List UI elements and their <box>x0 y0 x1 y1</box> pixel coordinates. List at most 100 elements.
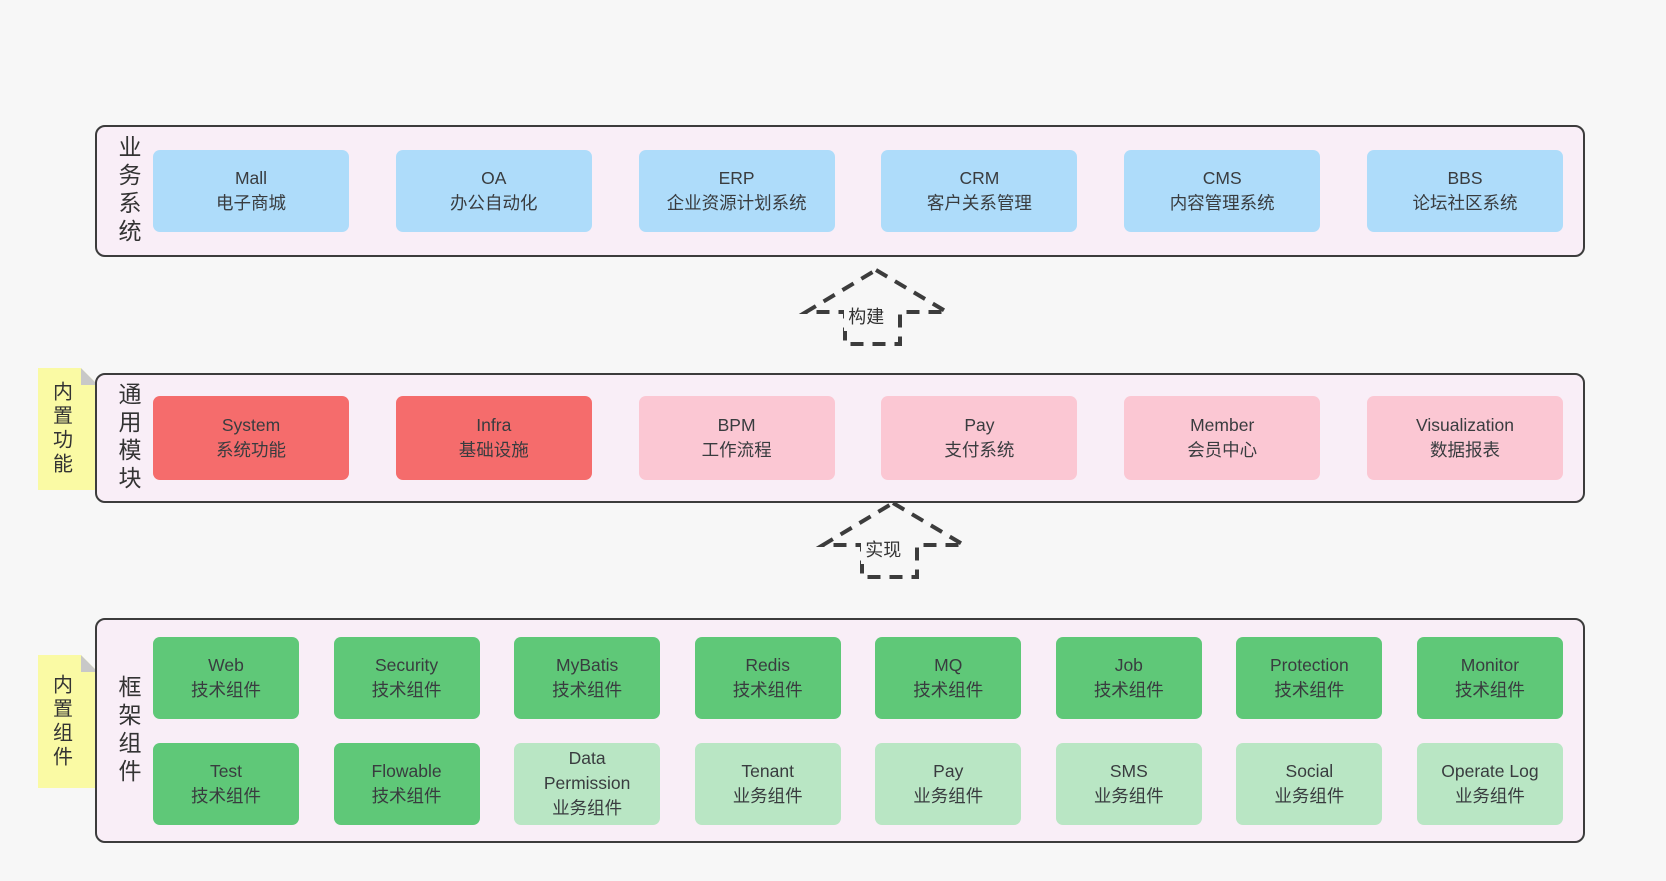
module-subtitle: 办公自动化 <box>450 193 538 213</box>
module-subtitle: 业务组件 <box>1093 785 1164 806</box>
module-subtitle: 业务组件 <box>1454 785 1525 806</box>
module-name: System <box>221 415 281 436</box>
module-box-security: Security 技术组件 <box>333 636 480 719</box>
module-name: Operate Log <box>1441 760 1539 781</box>
module-subtitle: 业务组件 <box>732 785 803 806</box>
module-subtitle: 业务组件 <box>913 785 984 806</box>
module-subtitle: 技术组件 <box>371 679 442 700</box>
module-subtitle: 业务组件 <box>552 797 623 818</box>
band-label: 业务系统 <box>115 135 141 247</box>
module-subtitle: 技术组件 <box>1454 679 1525 700</box>
module-name: Monitor <box>1460 654 1520 675</box>
module-name: Social <box>1285 760 1334 781</box>
module-box-protection: Protection 技术组件 <box>1236 636 1383 719</box>
sticky-note-label: 内置功能 <box>49 381 72 477</box>
module-name: ERP <box>718 168 755 189</box>
module-name: OA <box>481 168 507 189</box>
module-box-social: Social 业务组件 <box>1236 742 1383 825</box>
module-name: Test <box>209 760 243 781</box>
module-box-mq: MQ 技术组件 <box>875 636 1022 719</box>
module-row: Mall 电子商城 OA 办公自动化 ERP 企业资源计划系统 CRM 客户关系管理 CMS 内容… <box>153 150 1563 232</box>
module-subtitle: 业务组件 <box>1274 785 1345 806</box>
module-box-tenant: Tenant 业务组件 <box>694 742 841 825</box>
module-subtitle: 基础设施 <box>458 440 529 460</box>
module-box-web: Web 技术组件 <box>153 636 299 719</box>
module-box-operate-log: Operate Log 业务组件 <box>1416 742 1563 825</box>
module-subtitle: 内容管理系统 <box>1169 193 1275 213</box>
module-subtitle: 技术组件 <box>371 785 442 806</box>
module-subtitle: 技术组件 <box>191 679 261 700</box>
module-subtitle: 技术组件 <box>552 679 623 700</box>
band-label: 通用模块 <box>115 382 141 494</box>
module-subtitle: 技术组件 <box>913 679 984 700</box>
module-name: MyBatis <box>556 654 619 675</box>
arrow-label: 构建 <box>844 300 889 331</box>
module-box-mybatis: MyBatis 技术组件 <box>514 636 661 719</box>
module-name: Infra <box>476 415 512 436</box>
dashed-up-arrow-icon <box>798 267 955 346</box>
band-rows: Mall 电子商城 OA 办公自动化 ERP 企业资源计划系统 CRM 客户关系管理 CMS 内容… <box>153 127 1563 255</box>
module-box-flowable: Flowable 技术组件 <box>333 742 480 825</box>
module-subtitle: 论坛社区系统 <box>1412 193 1518 213</box>
module-box-cms: CMS 内容管理系统 <box>1124 150 1321 232</box>
module-box-erp: ERP 企业资源计划系统 <box>638 150 835 232</box>
band-label: 框架组件 <box>115 674 141 787</box>
module-subtitle: 技术组件 <box>1274 679 1345 700</box>
module-name: Data Permission <box>543 748 631 794</box>
module-name: Mall <box>234 168 268 189</box>
module-name: Protection <box>1269 654 1349 675</box>
module-subtitle: 工作流程 <box>701 440 772 460</box>
module-box-mall: Mall 电子商城 <box>153 150 349 232</box>
module-name: Job <box>1114 654 1143 675</box>
module-subtitle: 电子商城 <box>216 193 286 213</box>
module-subtitle: 技术组件 <box>732 679 803 700</box>
module-name: MQ <box>934 654 963 675</box>
module-name: Security <box>374 654 439 675</box>
module-box-test: Test 技术组件 <box>153 742 299 825</box>
module-name: CRM <box>959 168 1000 189</box>
module-subtitle: 客户关系管理 <box>926 193 1032 213</box>
module-name: CMS <box>1202 168 1242 189</box>
module-name: Web <box>208 654 244 675</box>
module-subtitle: 会员中心 <box>1187 440 1258 460</box>
build-arrow: 构建 <box>798 267 955 347</box>
module-box-crm: CRM 客户关系管理 <box>881 150 1078 232</box>
module-box-bbs: BBS 论坛社区系统 <box>1366 150 1563 232</box>
module-box-job: Job 技术组件 <box>1055 636 1202 719</box>
module-box-monitor: Monitor 技术组件 <box>1416 636 1563 719</box>
implement-arrow: 实现 <box>815 500 972 580</box>
module-name: BBS <box>1447 168 1483 189</box>
module-subtitle: 技术组件 <box>191 785 261 806</box>
module-subtitle: 数据报表 <box>1429 440 1500 460</box>
sticky-note-label: 内置组件 <box>49 673 72 770</box>
module-name: Redis <box>745 654 791 675</box>
sticky-note-builtin-features: 内置功能 <box>38 368 98 490</box>
module-subtitle: 技术组件 <box>1093 679 1164 700</box>
module-subtitle: 支付系统 <box>944 440 1015 460</box>
module-name: Tenant <box>741 760 794 781</box>
module-box-sms: SMS 业务组件 <box>1055 742 1202 825</box>
module-subtitle: 企业资源计划系统 <box>666 193 807 213</box>
band-business-systems: 业务系统 Mall 电子商城 OA 办公自动化 ERP 企业资源计划系统 CRM 客户关系管理… <box>95 125 1585 257</box>
module-box-redis: Redis 技术组件 <box>694 636 841 719</box>
module-box-pay: Pay 业务组件 <box>875 742 1022 825</box>
module-name: BPM <box>717 415 756 436</box>
module-name: SMS <box>1109 760 1148 781</box>
module-box-data-permission: Data Permission 业务组件 <box>514 742 661 825</box>
module-name: Pay <box>933 760 964 781</box>
module-name: Flowable <box>371 760 442 781</box>
arrow-label: 实现 <box>861 533 906 564</box>
module-box-bpm: BPM 工作流程 <box>638 396 835 480</box>
